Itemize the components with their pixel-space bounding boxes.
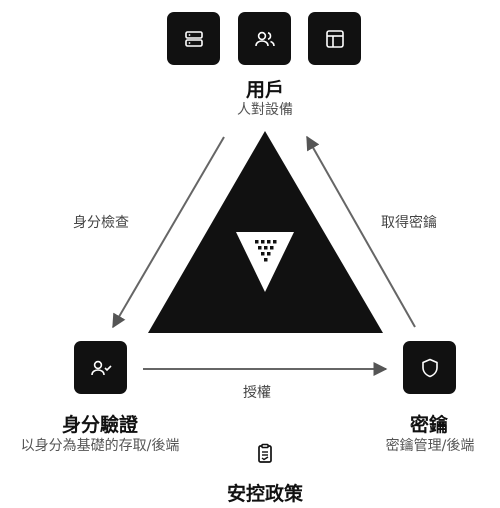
secrets-tile bbox=[403, 341, 456, 394]
server-tile bbox=[167, 12, 220, 65]
edge-label-get-secrets: 取得密鑰 bbox=[381, 215, 437, 231]
server-icon bbox=[184, 30, 203, 47]
users-subtitle: 人對設備 bbox=[237, 102, 293, 118]
policy-title: 安控政策 bbox=[226, 483, 303, 505]
layout-tile bbox=[308, 12, 361, 65]
secrets-subtitle: 密鑰管理/後端 bbox=[385, 438, 475, 454]
users-icon bbox=[254, 31, 275, 46]
arrow-users-to-identity bbox=[112, 136, 225, 329]
users-title: 用戶 bbox=[245, 79, 284, 101]
users-tile bbox=[238, 12, 291, 65]
user-check-icon bbox=[90, 360, 112, 375]
policy-document-icon bbox=[258, 443, 272, 463]
edge-label-authorize: 授權 bbox=[243, 385, 271, 401]
vault-logo-icon bbox=[236, 232, 294, 292]
edge-label-identity-check: 身分檢查 bbox=[73, 215, 129, 231]
secrets-title: 密鑰 bbox=[409, 414, 448, 436]
layout-icon bbox=[325, 29, 344, 48]
identity-title: 身分驗證 bbox=[61, 414, 138, 436]
arrow-secrets-to-users bbox=[306, 135, 416, 328]
identity-subtitle: 以身分為基礎的存取/後端 bbox=[20, 438, 180, 454]
shield-icon bbox=[421, 358, 438, 377]
identity-tile bbox=[74, 341, 127, 394]
